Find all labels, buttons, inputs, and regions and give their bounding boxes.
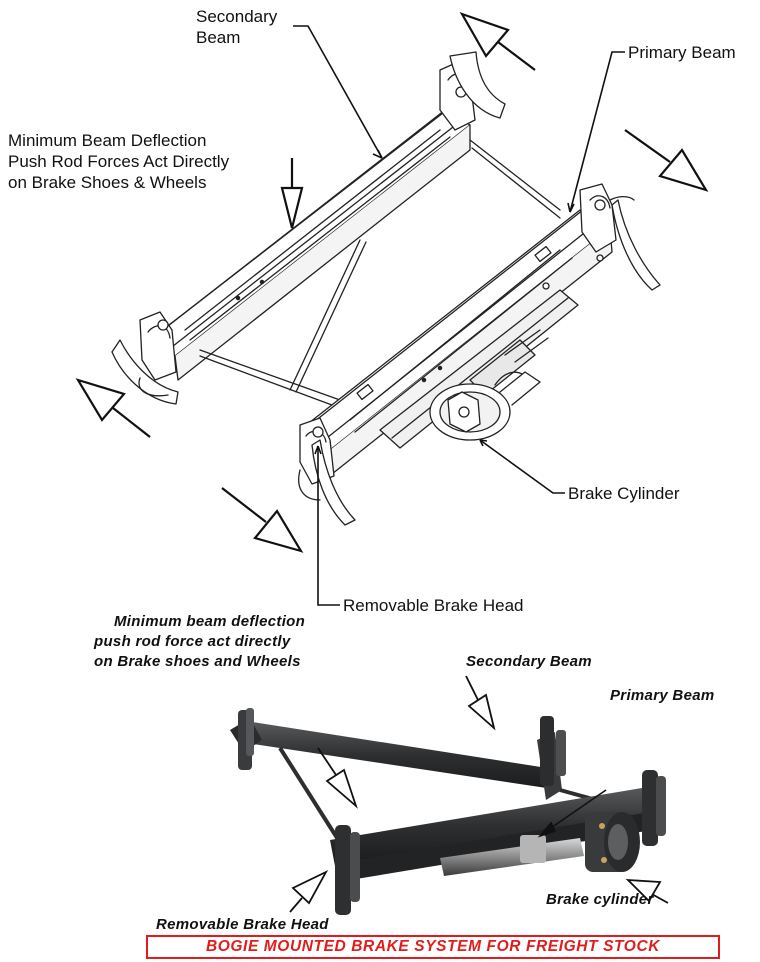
deflection-label-line2: Push Rod Forces Act Directly <box>8 152 230 171</box>
photo-secondary-beam-label: Secondary Beam <box>466 653 592 670</box>
photo-primary-beam-label: Primary Beam <box>610 687 715 704</box>
arrow-down-deflection-icon <box>280 158 304 229</box>
primary-beam-label: Primary Beam <box>628 43 736 62</box>
direction-arrows <box>75 11 709 553</box>
photo-primary-beam-leader <box>537 789 607 838</box>
brake-cylinder-photo <box>440 812 640 876</box>
brake-cylinder-label: Brake Cylinder <box>568 484 680 503</box>
photo-brake-cylinder-arrow-icon <box>625 878 669 904</box>
photo-brake-head-arrow-icon <box>289 869 329 913</box>
caption-text: BOGIE MOUNTED BRAKE SYSTEM FOR FREIGHT S… <box>205 938 661 955</box>
line-drawing <box>75 11 709 606</box>
photo-deflection-label-line3: on Brake shoes and Wheels <box>94 653 301 670</box>
photo-brake-cylinder-label: Brake cylinder <box>546 891 654 908</box>
arrow-down-right-bottom-icon <box>221 487 304 553</box>
caption-box: BOGIE MOUNTED BRAKE SYSTEM FOR FREIGHT S… <box>146 935 720 959</box>
secondary-beam-label-line2: Beam <box>196 28 241 47</box>
primary-beam-photo <box>330 770 666 915</box>
secondary-beam-photo <box>230 708 566 800</box>
photo-deflection-label-line2: push rod force act directly <box>94 633 291 650</box>
secondary-beam-drawing <box>111 51 506 405</box>
photo-removable-brake-head-label: Removable Brake Head <box>156 916 329 933</box>
deflection-label-line1: Minimum Beam Deflection <box>8 131 207 150</box>
arrow-up-left-bottom-icon <box>75 378 151 438</box>
secondary-beam-label-line1: Secondary <box>196 7 278 26</box>
arrow-up-left-top-icon <box>459 11 536 71</box>
photo-deflection-label-line1: Minimum beam deflection <box>114 613 306 630</box>
tie-rods-drawing <box>199 139 561 409</box>
photo-deflection-arrow-icon <box>317 747 358 809</box>
removable-brake-head-label: Removable Brake Head <box>343 596 524 615</box>
deflection-label-line3: on Brake Shoes & Wheels <box>8 173 207 192</box>
arrow-down-right-top-icon <box>624 129 709 192</box>
photo-secondary-beam-arrow-icon <box>465 675 496 731</box>
leader-lines <box>293 25 625 606</box>
primary-beam-drawing <box>298 183 661 526</box>
